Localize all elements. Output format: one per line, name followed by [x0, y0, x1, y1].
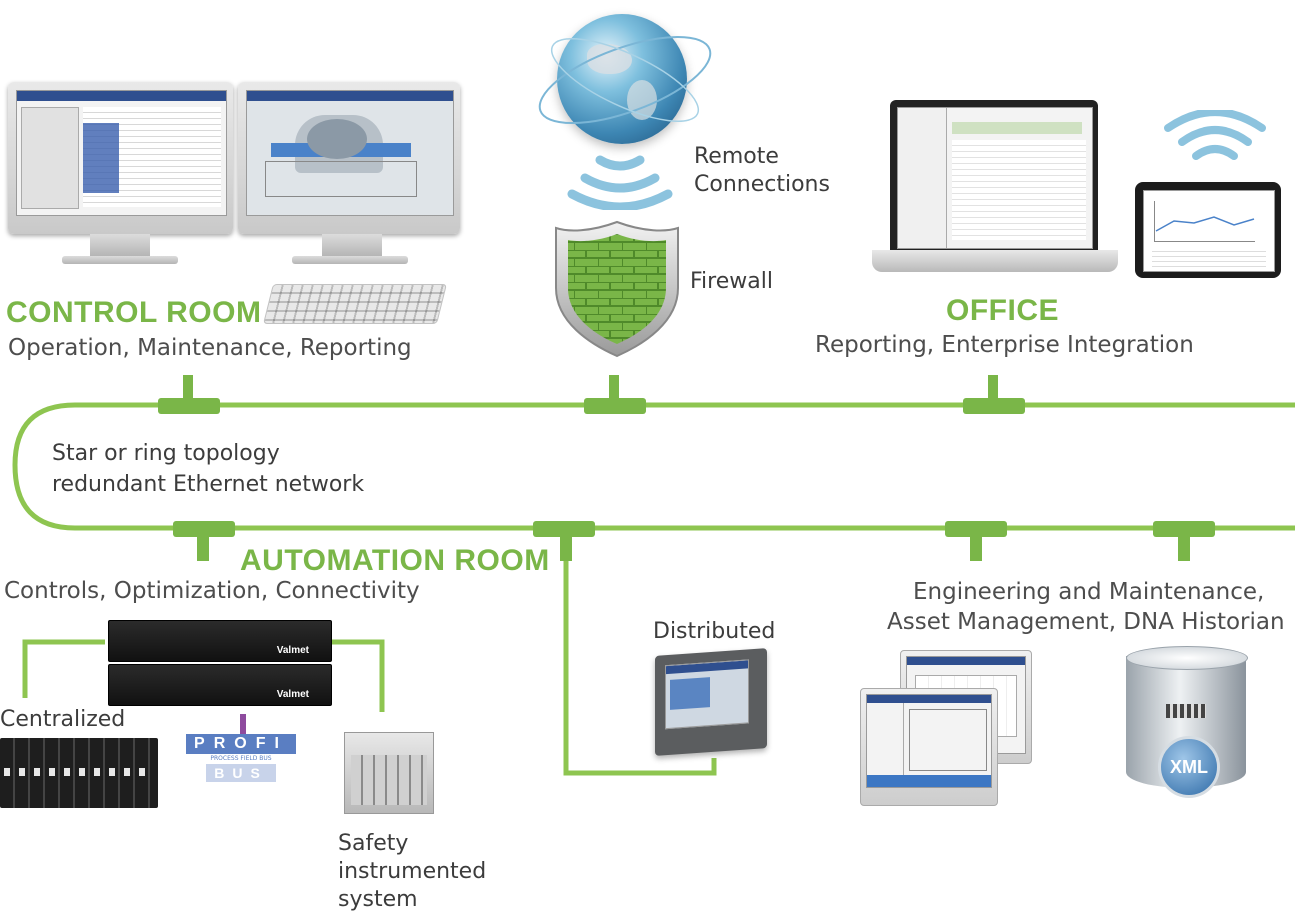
t-connector-automation — [173, 521, 235, 537]
engineering-monitor-front — [860, 688, 998, 806]
io-modules — [0, 738, 158, 808]
wifi-icon — [1164, 110, 1266, 160]
controller-rack-top: Valmet — [108, 620, 332, 662]
firewall-label: Firewall — [690, 269, 773, 294]
distributed-link — [563, 528, 717, 776]
t-connector-firewall — [609, 375, 619, 403]
controller-rack-bottom: Valmet — [108, 664, 332, 706]
office-subtitle: Reporting, Enterprise Integration — [815, 332, 1194, 358]
globe-orbit-icon — [538, 35, 712, 125]
remote-connections-label: Remote Connections — [694, 144, 830, 197]
centralized-label: Centralized — [0, 707, 126, 732]
office-laptop — [890, 100, 1098, 250]
distributed-panel — [655, 648, 767, 756]
laptop-base — [872, 250, 1118, 272]
network-description: Star or ring topology redundant Ethernet… — [52, 441, 365, 497]
control-monitor-left — [8, 82, 233, 234]
profibus-logo: PROFI PROCESS FIELD BUS BUS — [178, 714, 308, 784]
automation-room-subtitle: Controls, Optimization, Connectivity — [4, 578, 420, 604]
t-connector-control-room — [183, 375, 193, 403]
central-bracket-left — [22, 639, 105, 698]
firewall-shield-icon — [555, 220, 679, 358]
office-tablet — [1135, 182, 1281, 278]
engineering-label: Engineering and Maintenance, Asset Manag… — [887, 579, 1285, 635]
central-bracket-right — [330, 639, 385, 712]
automation-room-title: AUTOMATION ROOM — [240, 544, 550, 577]
keyboard — [263, 284, 447, 324]
t-connector-historian — [1153, 521, 1215, 537]
xml-badge: XML — [1158, 736, 1220, 798]
control-room-subtitle: Operation, Maintenance, Reporting — [8, 335, 412, 361]
historian-database-icon: XML — [1126, 646, 1248, 798]
control-room-title: CONTROL ROOM — [6, 296, 262, 329]
t-connector-engineering — [945, 521, 1007, 537]
office-title: OFFICE — [946, 294, 1059, 327]
t-connector-office — [988, 375, 998, 403]
wireless-signal-icon — [567, 155, 673, 210]
safety-system-label: Safety instrumented system — [338, 831, 487, 912]
ring-top — [12, 402, 1295, 531]
t-connector-distributed — [533, 521, 595, 537]
safety-system-cabinet — [344, 732, 434, 814]
control-monitor-right — [238, 82, 460, 234]
distributed-label: Distributed — [653, 619, 776, 644]
